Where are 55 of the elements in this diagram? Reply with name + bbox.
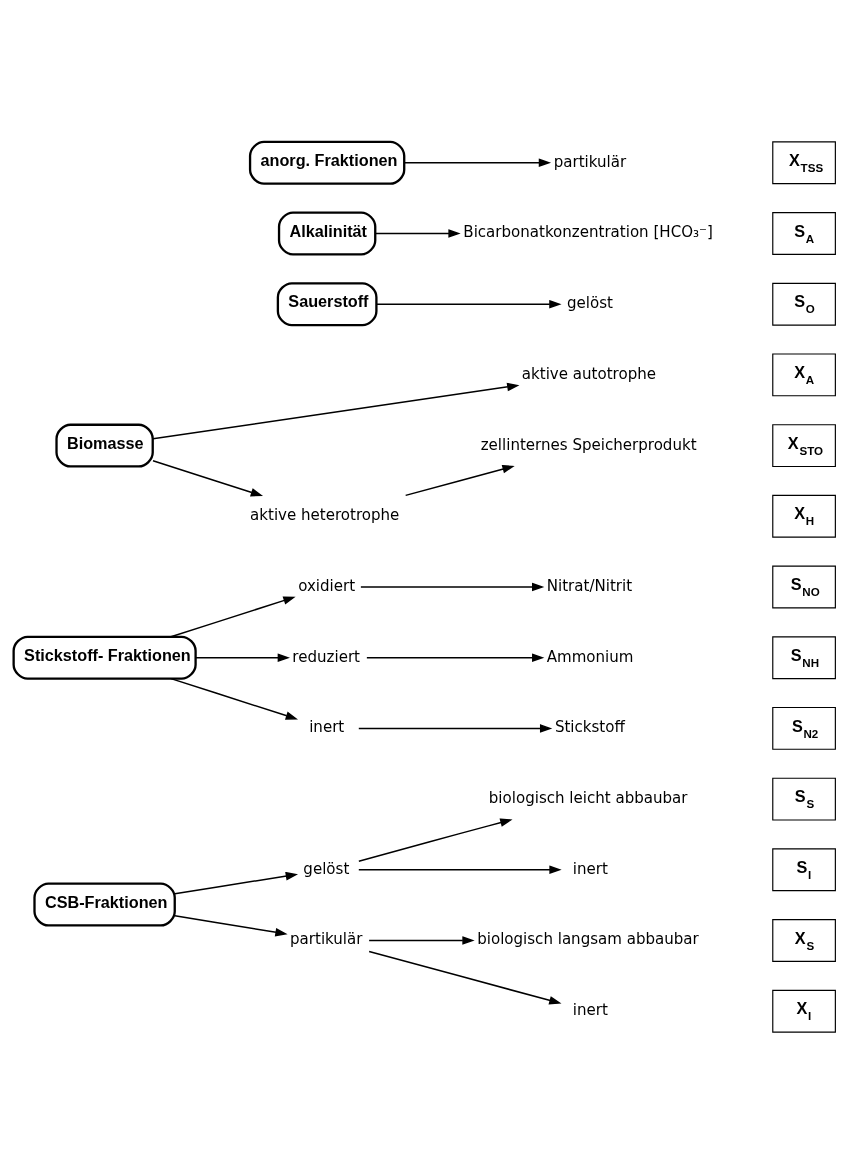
node-box: S$_{NH}$ xyxy=(771,635,836,679)
node-text: gelöst xyxy=(302,859,349,878)
node-text: aktive autotrophe xyxy=(521,364,656,383)
node-box: S$_{NO}$ xyxy=(771,565,836,608)
node-box: X$_{STO}$ xyxy=(771,423,836,467)
node-text: Ammonium xyxy=(546,647,634,666)
node-box: S$_{O}$ xyxy=(771,282,836,326)
node-text: partikulär xyxy=(553,152,626,171)
arrow xyxy=(173,914,288,936)
node-box: S$_{N2}$ xyxy=(771,706,836,750)
node-text: inert xyxy=(572,1000,608,1019)
arrow xyxy=(365,652,544,662)
arrow xyxy=(404,464,515,496)
node-text: Stickstoff xyxy=(554,717,625,736)
node-box: X$_{I}$ xyxy=(771,989,836,1033)
node-box: Biomasse xyxy=(54,423,154,468)
node-text: biologisch langsam abbaubar xyxy=(476,929,699,948)
arrow xyxy=(169,595,296,638)
arrow xyxy=(169,677,298,720)
arrow xyxy=(357,865,562,874)
node-box: CSB-Fraktionen xyxy=(32,882,176,927)
node-box: S$_{A}$ xyxy=(771,211,836,255)
arrow xyxy=(359,582,544,591)
node-text: gelöst xyxy=(566,293,613,312)
arrow xyxy=(151,459,263,496)
node-box: S$_{I}$ xyxy=(771,847,836,891)
node-box: Sauerstoff xyxy=(276,281,378,326)
arrow xyxy=(357,723,552,733)
node-text: aktive heterotrophe xyxy=(249,505,399,524)
node-box: Alkalinität xyxy=(277,211,376,256)
node-text: reduziert xyxy=(291,647,360,666)
arrow xyxy=(173,871,298,894)
arrow xyxy=(151,382,519,439)
node-box: X$_{H}$ xyxy=(771,494,836,538)
node-box: X$_{A}$ xyxy=(771,352,836,396)
node-text: Nitrat/Nitrit xyxy=(546,576,632,595)
arrow xyxy=(367,950,561,1004)
arrow xyxy=(374,228,461,238)
node-text: biologisch leicht abbaubar xyxy=(488,788,687,807)
arrow xyxy=(357,817,513,862)
node-text: Bicarbonatkonzentration [HCO₃⁻] xyxy=(462,222,713,241)
arrow xyxy=(403,158,551,167)
node-text: oxidiert xyxy=(297,576,355,595)
arrow xyxy=(194,652,290,662)
node-box: Stickstoff- Fraktionen xyxy=(12,635,197,680)
node-box: X$_{TSS}$ xyxy=(771,140,836,184)
node-text: partikulär xyxy=(289,929,362,948)
node-text: inert xyxy=(308,717,344,736)
arrow xyxy=(375,299,562,308)
arrow xyxy=(367,935,475,945)
node-box: X$_{S}$ xyxy=(771,918,836,962)
node-text: zellinternes Speicherprodukt xyxy=(480,435,697,454)
node-box: anorg. Fraktionen xyxy=(248,140,405,185)
node-box: S$_{S}$ xyxy=(771,777,836,821)
node-text: inert xyxy=(572,859,608,878)
